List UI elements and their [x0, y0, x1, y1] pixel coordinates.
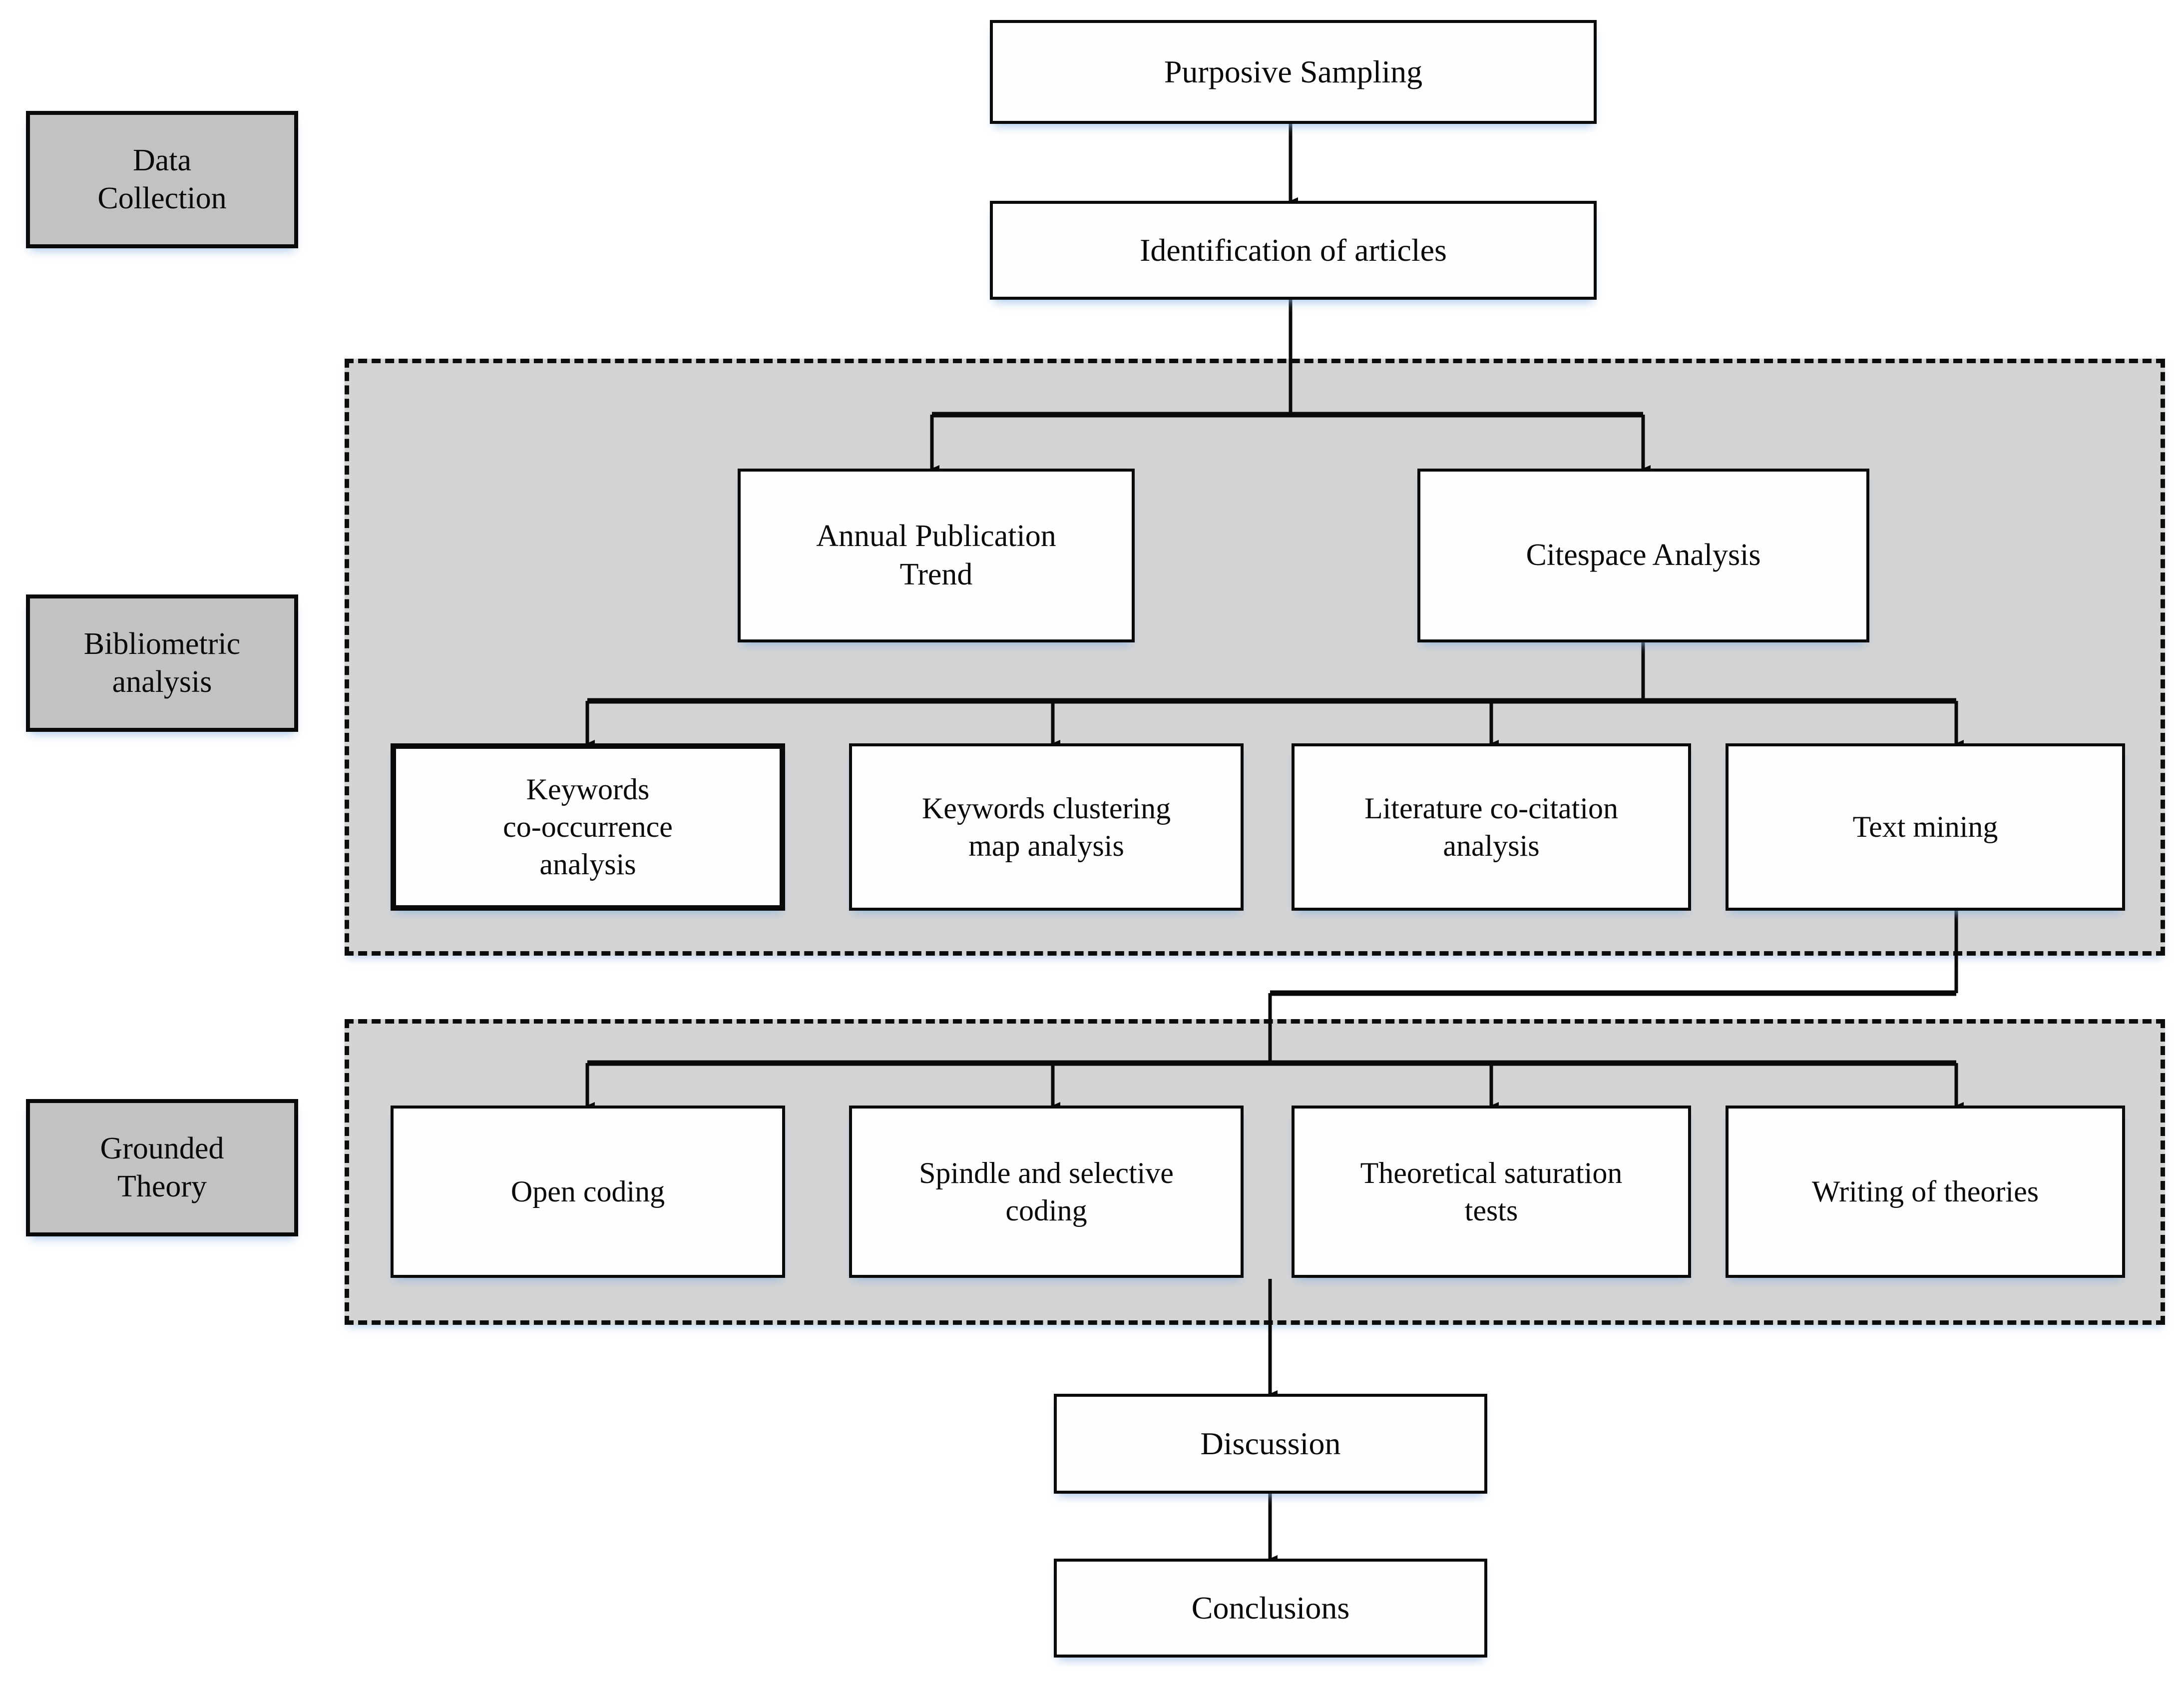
node-label: Writing of theories	[1811, 1175, 2039, 1208]
node-writing-of-theories[interactable]: Writing of theories	[1726, 1106, 2125, 1278]
node-label-line2: coding	[1005, 1193, 1087, 1227]
node-label-line2: analysis	[1443, 829, 1540, 862]
node-keywords-clustering-map-analysis[interactable]: Keywords clustering map analysis	[849, 743, 1244, 911]
node-label-line2: map analysis	[968, 829, 1124, 862]
stage-label-line2: analysis	[112, 664, 212, 699]
stage-label-line1: Data	[132, 143, 192, 177]
node-label: Text mining	[1852, 810, 1998, 843]
node-label-line2: Trend	[899, 558, 973, 591]
node-label: Conclusions	[1191, 1590, 1350, 1626]
node-label-line1: Keywords clustering	[921, 791, 1171, 825]
stage-label-line1: Bibliometric	[83, 626, 241, 661]
node-label-line1: Literature co-citation	[1364, 791, 1619, 825]
node-label-line3: analysis	[539, 848, 636, 881]
stage-label-line2: Collection	[97, 181, 227, 215]
stage-label-line1: Grounded	[100, 1131, 224, 1165]
node-label-line2: co-occurrence	[503, 810, 673, 843]
node-label: Open coding	[510, 1175, 665, 1208]
node-identification-of-articles[interactable]: Identification of articles	[990, 201, 1597, 300]
node-text-mining[interactable]: Text mining	[1726, 743, 2125, 911]
node-annual-publication-trend[interactable]: Annual Publication Trend	[738, 469, 1135, 642]
node-label-line1: Spindle and selective	[919, 1156, 1174, 1189]
stage-label-bibliometric-analysis: Bibliometric analysis	[26, 594, 298, 732]
node-label-line2: tests	[1464, 1193, 1518, 1227]
stage-label-data-collection: Data Collection	[26, 111, 298, 248]
stage-label-grounded-theory: Grounded Theory	[26, 1099, 298, 1236]
node-label: Citespace Analysis	[1526, 538, 1761, 572]
node-label: Identification of articles	[1140, 232, 1447, 268]
node-literature-cocitation-analysis[interactable]: Literature co-citation analysis	[1292, 743, 1691, 911]
node-purposive-sampling[interactable]: Purposive Sampling	[990, 20, 1597, 124]
node-theoretical-saturation-tests[interactable]: Theoretical saturation tests	[1292, 1106, 1691, 1278]
stage-label-line2: Theory	[117, 1169, 207, 1203]
node-discussion[interactable]: Discussion	[1054, 1394, 1487, 1494]
node-label-line1: Annual Publication	[816, 519, 1056, 553]
node-citespace-analysis[interactable]: Citespace Analysis	[1417, 469, 1869, 642]
node-label: Purposive Sampling	[1164, 54, 1423, 89]
node-keywords-cooccurrence-analysis[interactable]: Keywords co-occurrence analysis	[391, 743, 785, 911]
node-open-coding[interactable]: Open coding	[391, 1106, 785, 1278]
node-conclusions[interactable]: Conclusions	[1054, 1559, 1487, 1658]
node-label: Discussion	[1200, 1426, 1341, 1461]
node-spindle-and-selective-coding[interactable]: Spindle and selective coding	[849, 1106, 1244, 1278]
node-label-line1: Theoretical saturation	[1360, 1156, 1623, 1189]
node-label-line1: Keywords	[526, 773, 650, 806]
